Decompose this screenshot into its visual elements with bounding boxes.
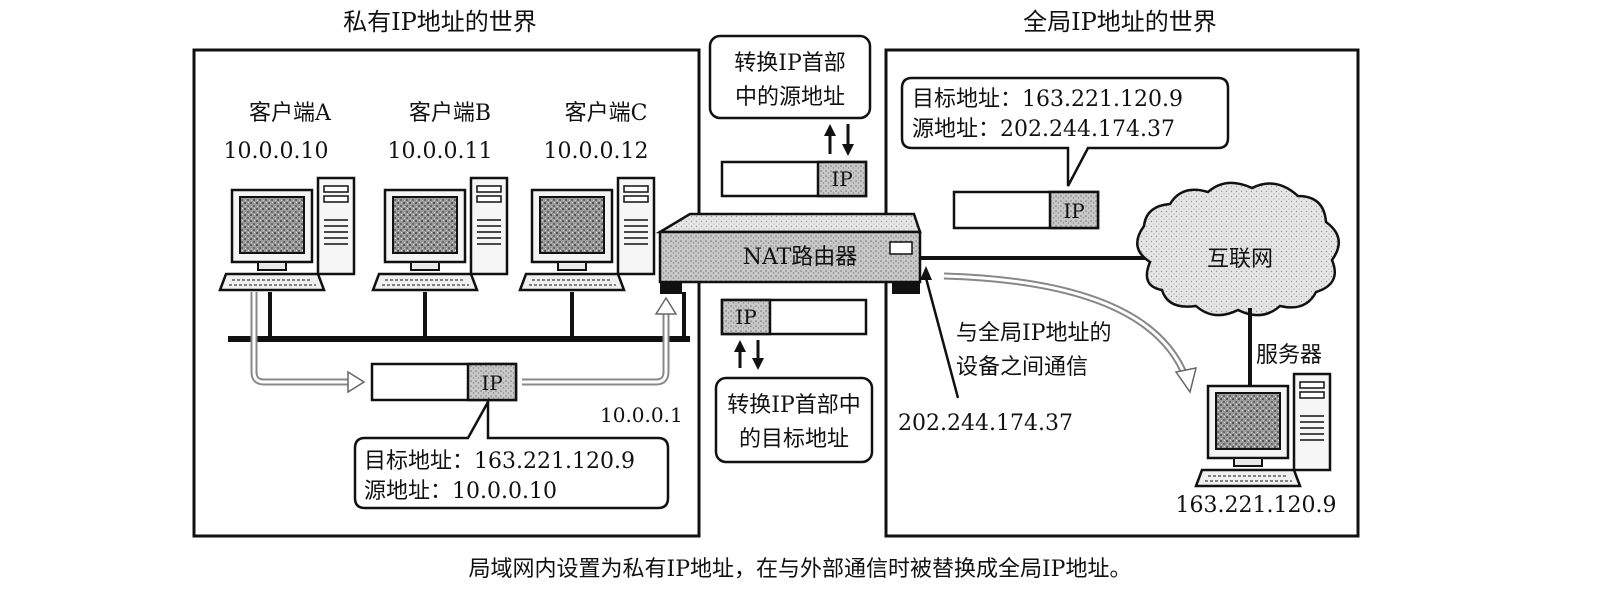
right-dst-address: 目标地址：163.221.120.9 [912, 87, 1183, 112]
internet-cloud-icon [1136, 181, 1340, 317]
client-b-computer-icon [371, 176, 509, 292]
server-ip: 163.221.120.9 [1176, 493, 1337, 518]
nat-router-label: NAT路由器 [743, 245, 858, 270]
top-callout-line2: 中的源地址 [735, 85, 845, 110]
server-label: 服务器 [1256, 343, 1322, 368]
client-b-label: 客户端B [409, 101, 491, 126]
global-network-box [884, 48, 1360, 538]
top-callout-line1: 转换IP首部 [734, 51, 846, 76]
client-c-ip: 10.0.0.12 [544, 139, 649, 164]
top-callout [708, 34, 872, 120]
bottom-packet-ip-label: IP [735, 305, 756, 329]
left-src-address: 源地址：10.0.0.10 [364, 479, 557, 504]
client-c-label: 客户端C [565, 101, 648, 126]
router-outer-ip: 202.244.174.37 [898, 411, 1073, 436]
comm-note-line2: 设备之间通信 [956, 355, 1088, 380]
private-world-title: 私有IP地址的世界 [343, 8, 537, 36]
bottom-callout-line2: 的目标地址 [739, 427, 849, 452]
bottom-callout-line1: 转换IP首部中 [727, 393, 861, 418]
server-computer-icon [1194, 372, 1332, 488]
global-packet-ip-label: IP [1063, 199, 1084, 223]
bottom-callout [714, 376, 874, 464]
lan-bus [228, 336, 690, 342]
right-src-address: 源地址：202.244.174.37 [912, 117, 1175, 142]
private-network-box [192, 48, 701, 538]
internet-label: 互联网 [1207, 247, 1273, 272]
client-a-ip: 10.0.0.10 [224, 139, 329, 164]
client-a-label: 客户端A [249, 101, 332, 126]
router-port-icon [889, 241, 913, 255]
private-packet-ip-label: IP [481, 371, 502, 395]
outer-ip-pointer [924, 277, 960, 399]
left-header-callout [353, 397, 670, 510]
router-inner-ip: 10.0.0.1 [600, 403, 683, 427]
top-packet-ip-label: IP [831, 167, 852, 191]
comm-note-line1: 与全局IP地址的 [956, 321, 1112, 346]
client-c-computer-icon [518, 176, 656, 292]
figure-caption: 局域网内设置为私有IP地址，在与外部通信时被替换成全局IP地址。 [469, 557, 1132, 582]
global-world-title: 全局IP地址的世界 [1023, 8, 1217, 36]
left-dst-address: 目标地址：163.221.120.9 [364, 449, 635, 474]
client-a-computer-icon [218, 176, 356, 292]
right-header-callout [900, 76, 1230, 187]
client-b-ip: 10.0.0.11 [388, 139, 493, 164]
